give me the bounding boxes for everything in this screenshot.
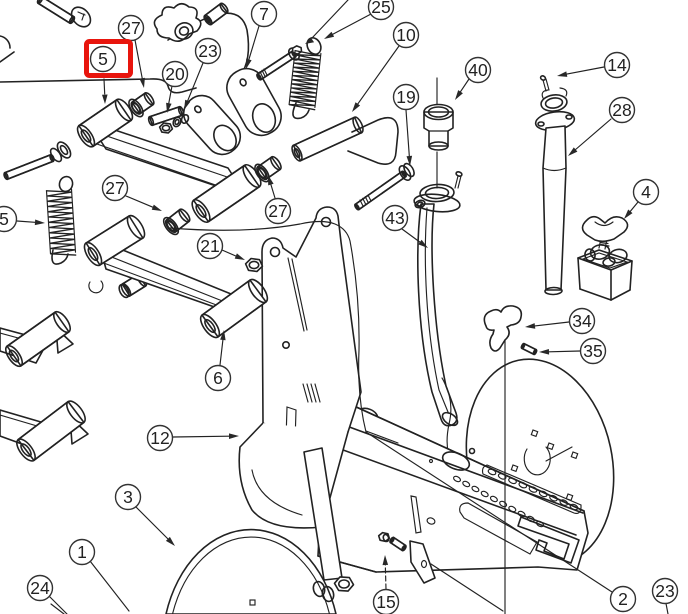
svg-text:10: 10: [396, 25, 416, 45]
svg-text:15: 15: [376, 592, 395, 612]
svg-text:28: 28: [612, 100, 631, 120]
svg-text:23: 23: [655, 581, 674, 601]
svg-text:1: 1: [77, 542, 87, 562]
svg-text:5: 5: [98, 49, 108, 69]
svg-text:25: 25: [371, 0, 390, 17]
svg-text:5: 5: [0, 209, 9, 229]
svg-text:40: 40: [468, 60, 488, 80]
svg-text:12: 12: [150, 428, 169, 448]
svg-text:27: 27: [121, 18, 140, 38]
svg-text:3: 3: [123, 487, 133, 507]
svg-text:2: 2: [618, 589, 628, 609]
svg-text:27: 27: [268, 201, 287, 221]
svg-text:21: 21: [200, 236, 219, 256]
svg-text:34: 34: [572, 311, 592, 331]
svg-text:7: 7: [259, 4, 269, 24]
svg-text:6: 6: [213, 368, 223, 388]
svg-text:35: 35: [583, 341, 602, 361]
svg-text:24: 24: [30, 578, 50, 598]
svg-text:19: 19: [396, 87, 415, 107]
svg-text:23: 23: [198, 41, 217, 61]
svg-text:4: 4: [641, 182, 651, 202]
svg-text:43: 43: [385, 208, 404, 228]
svg-text:20: 20: [165, 64, 185, 84]
svg-text:14: 14: [607, 55, 627, 75]
svg-text:27: 27: [105, 178, 124, 198]
